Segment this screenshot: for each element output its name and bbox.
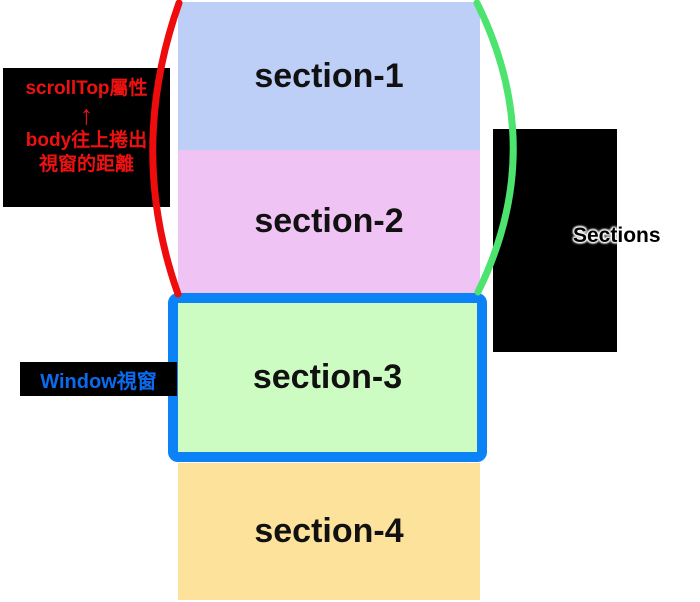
up-arrow-icon: ↑: [79, 99, 94, 130]
section-1-block: section-1: [178, 2, 480, 150]
scrolltop-desc-line1: body往上捲出: [25, 129, 148, 151]
section-2-label: section-2: [254, 202, 404, 240]
window-label-text: Window視窗: [40, 370, 157, 393]
scrolltop-desc-line2: 視窗的距離: [38, 153, 134, 175]
sections-annotation-box: Sections: [493, 129, 661, 352]
section-4-label: section-4: [254, 512, 404, 550]
sections-label-text: Sections: [573, 224, 661, 247]
section-4-block: section-4: [178, 463, 480, 600]
section-1-label: section-1: [254, 56, 404, 95]
window-viewport-box: section-3: [168, 293, 487, 462]
window-label-box: Window視窗: [20, 362, 177, 396]
scrolltop-annotation-box: scrollTop屬性 ↑ body往上捲出 視窗的距離: [3, 68, 170, 207]
scrolltop-property-text: scrollTop屬性: [25, 78, 148, 99]
section-2-block: section-2: [178, 150, 480, 293]
section-3-label: section-3: [252, 358, 403, 396]
